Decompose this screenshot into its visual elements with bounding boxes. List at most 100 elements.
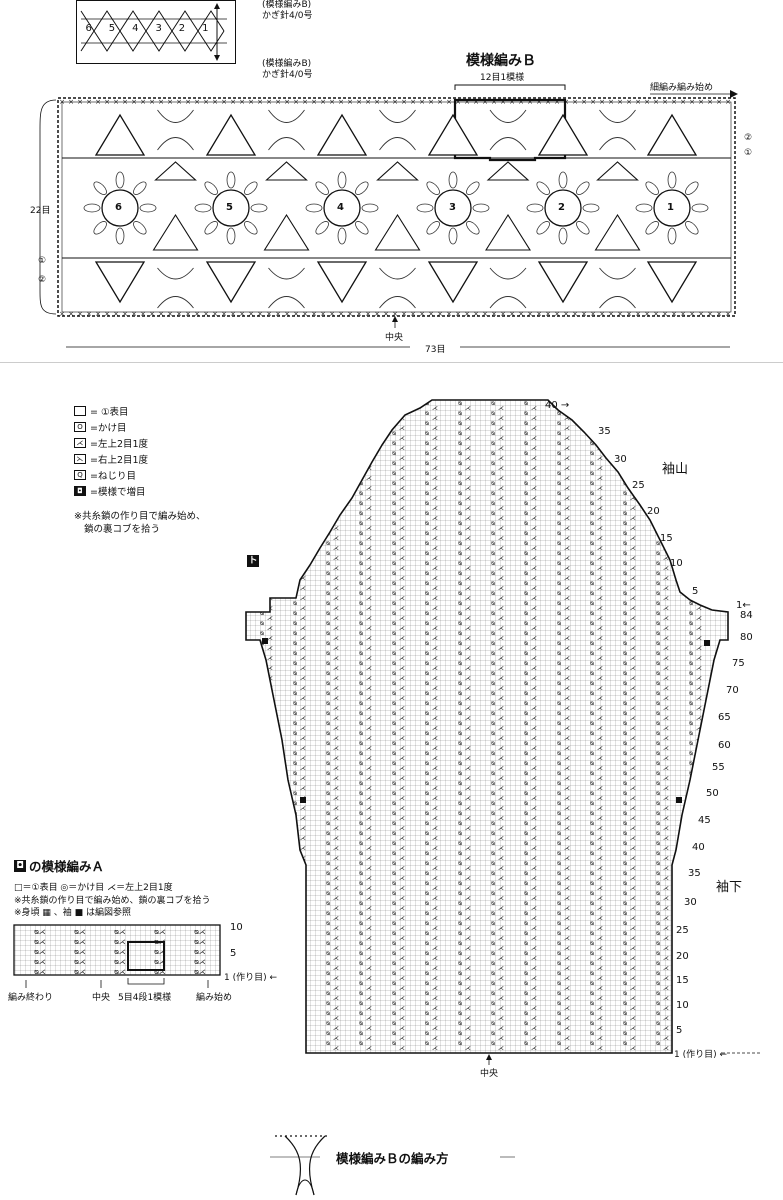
pattern-b-border-mark: × — [167, 98, 173, 106]
sleeve-stitch-mark: ⋌ — [531, 1035, 537, 1042]
sleeve-stitch-mark: ⋌ — [465, 405, 471, 412]
sleeve-stitch-mark: ᴓ — [425, 790, 429, 797]
sleeve-stitch-mark: ⋌ — [300, 745, 306, 752]
sleeve-stitch-mark: ᴓ — [458, 480, 462, 487]
pattern-b-border-mark: × — [527, 310, 533, 318]
sleeve-stitch-mark: ᴓ — [557, 680, 561, 687]
sleeve-stitch-mark: ᴓ — [557, 500, 561, 507]
pattern-b-triangle — [594, 213, 641, 251]
sleeve-stitch-mark: ᴓ — [557, 650, 561, 657]
pattern-b-border-mark: × — [86, 310, 92, 318]
sleeve-stitch-mark: ⋌ — [399, 615, 405, 622]
legend-text: =かけ目 — [90, 423, 127, 434]
sleeve-stitch-mark: ⋌ — [663, 905, 669, 912]
sleeve-stitch-mark: ᴓ — [557, 800, 561, 807]
sleeve-side-row-number: 75 — [732, 658, 745, 669]
sleeve-stitch-mark: ⋌ — [531, 655, 537, 662]
sleeve-stitch-mark: ᴓ — [656, 900, 660, 907]
sleeve-stitch-mark: ᴓ — [590, 890, 594, 897]
pattern-b-border-mark: × — [491, 98, 497, 106]
sleeve-stitch-mark: ⋌ — [465, 905, 471, 912]
sleeve-stitch-mark: ᴓ — [491, 880, 495, 887]
sleeve-stitch-mark: ⋌ — [597, 845, 603, 852]
sleeve-stitch-mark: ⋌ — [366, 815, 372, 822]
sleeve-stitch-mark: ᴓ — [491, 790, 495, 797]
sleeve-stitch-mark: ᴓ — [458, 610, 462, 617]
sleeve-stitch-mark: ᴓ — [326, 810, 330, 817]
sleeve-stitch-mark: ᴓ — [590, 490, 594, 497]
pattern-b-border-mark: × — [473, 98, 479, 106]
sleeve-stitch-mark: ᴓ — [425, 890, 429, 897]
sleeve-stitch-mark: ᴓ — [491, 460, 495, 467]
pattern-b-border-mark: × — [266, 98, 272, 106]
sleeve-stitch-mark: ⋌ — [498, 675, 504, 682]
sleeve-stitch-mark: ⋌ — [366, 685, 372, 692]
sleeve-stitch-mark: ᴓ — [458, 950, 462, 957]
pattern-b-petal — [115, 227, 125, 245]
pattern-b-border-mark: × — [572, 310, 578, 318]
sleeve-stitch-mark: ᴓ — [623, 1030, 627, 1037]
sleeve-stitch-mark: ᴓ — [392, 430, 396, 437]
sleeve-stitch-mark: ᴓ — [458, 620, 462, 627]
sleeve-stitch-mark: ᴓ — [557, 820, 561, 827]
sleeve-stitch-mark: ᴓ — [458, 890, 462, 897]
sleeve-stitch-mark: ᴓ — [458, 470, 462, 477]
sleeve-stitch-mark: ⋌ — [663, 1015, 669, 1022]
sleeve-stitch-mark: ᴓ — [656, 700, 660, 707]
pattern-b-triangle — [486, 161, 530, 181]
sleeve-stitch-mark: ᴓ — [524, 660, 528, 667]
pattern-b-border-mark: × — [239, 310, 245, 318]
sleeve-stitch-mark: ⋌ — [531, 635, 537, 642]
sleeve-stitch-mark: ᴓ — [458, 980, 462, 987]
sleeve-stitch-mark: ᴓ — [656, 820, 660, 827]
sleeve-stitch-mark: ⋌ — [366, 875, 372, 882]
sleeve-stitch-mark: ⋌ — [465, 605, 471, 612]
sleeve-stitch-mark: ⋌ — [366, 975, 372, 982]
sleeve-stitch-mark: ᴓ — [425, 600, 429, 607]
pattern-b-petal — [536, 181, 550, 195]
sleeve-stitch-mark: ⋌ — [432, 555, 438, 562]
sleeve-stitch-mark: ᴓ — [326, 640, 330, 647]
sleeve-stitch-mark: ⋌ — [498, 815, 504, 822]
sleeve-center-label: 中央 — [480, 1069, 499, 1079]
sleeve-stitch-mark: ᴓ — [425, 420, 429, 427]
sleeve-stitch-mark: ᴓ — [425, 960, 429, 967]
pattern-b-border-mark: × — [482, 98, 488, 106]
sleeve-stitch-mark: ⋌ — [498, 525, 504, 532]
sleeve-stitch-mark: ᴓ — [491, 680, 495, 687]
sleeve-stitch-mark: ᴓ — [623, 710, 627, 717]
sleeve-stitch-mark: ⋌ — [465, 545, 471, 552]
sleeve-stitch-mark: ᴓ — [359, 550, 363, 557]
sleeve-stitch-mark: ᴓ — [359, 510, 363, 517]
pattern-b-border-mark: × — [626, 310, 632, 318]
sleeve-stitch-mark: ᴓ — [524, 860, 528, 867]
sleeve-stitch-mark: ⋌ — [366, 935, 372, 942]
sleeve-stitch-mark: ᴓ — [293, 630, 297, 637]
sleeve-stitch-mark: ᴓ — [425, 710, 429, 717]
sleeve-stitch-mark: ᴓ — [392, 480, 396, 487]
sleeve-stitch-mark: ᴓ — [689, 690, 693, 697]
pattern-b-border-mark: × — [455, 98, 461, 106]
sleeve-stitch-mark: ⋌ — [597, 745, 603, 752]
pattern-b-border-mark: × — [635, 310, 641, 318]
sleeve-stitch-mark: ᴓ — [557, 480, 561, 487]
sleeve-stitch-mark: ᴓ — [524, 410, 528, 417]
sleeve-stitch-mark: ᴓ — [425, 1040, 429, 1047]
sleeve-stitch-mark: ⋌ — [630, 525, 636, 532]
sleeve-stitch-mark: ᴓ — [656, 1040, 660, 1047]
sleeve-stitch-mark: ᴓ — [656, 960, 660, 967]
sleeve-stitch-mark: ᴓ — [524, 690, 528, 697]
sleeve-stitch-mark: ᴓ — [392, 500, 396, 507]
sleeve-stitch-mark: ⋌ — [597, 535, 603, 542]
sleeve-stitch-mark: ⋌ — [366, 925, 372, 932]
sleeve-stitch-mark: ᴓ — [458, 900, 462, 907]
pattern-a-stitch-mark: ᴓ⋌ — [194, 968, 206, 976]
sleeve-stitch-mark: ᴓ — [326, 1000, 330, 1007]
sleeve-cap-row: 35 — [598, 426, 611, 437]
sleeve-stitch-mark: ⋌ — [564, 785, 570, 792]
sleeve-stitch-mark: ᴓ — [491, 630, 495, 637]
sleeve-stitch-mark: ⋌ — [663, 785, 669, 792]
sleeve-stitch-mark: ᴓ — [656, 650, 660, 657]
sleeve-stitch-mark: ᴓ — [557, 1010, 561, 1017]
pattern-b-motif-circle — [653, 189, 691, 227]
